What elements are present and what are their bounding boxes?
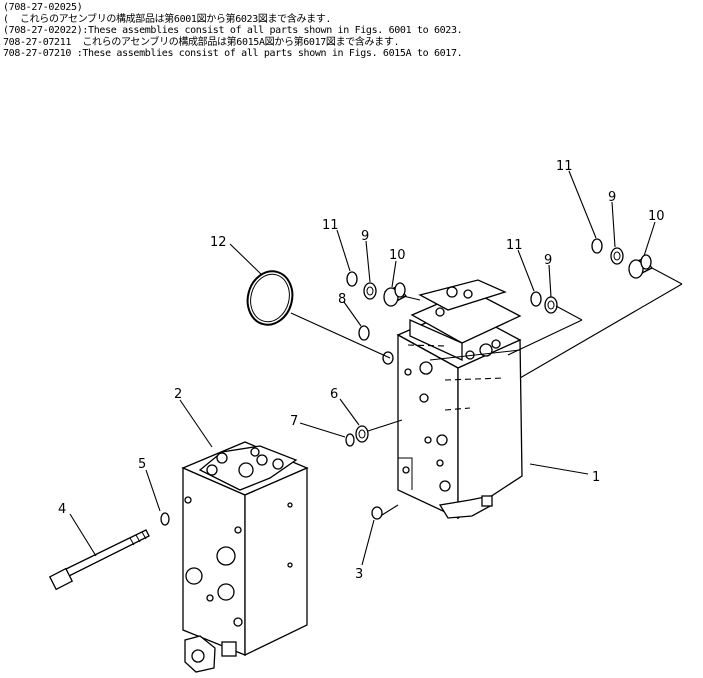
- o-ring-part-12: [246, 270, 294, 326]
- seal-part-9-c: [610, 247, 624, 265]
- callout-6: 6: [330, 387, 338, 402]
- seal-part-6: [355, 425, 369, 443]
- callout-11-b: 11: [506, 238, 523, 253]
- o-ring-part-7: [345, 433, 355, 447]
- header-line-1: (708-27-02025): [3, 2, 83, 13]
- callout-7: 7: [290, 414, 298, 429]
- o-ring-part-3: [371, 506, 383, 520]
- header-line-2: ( これらのアセンブリの構成部品は第6001図から第6023図まで含みます.: [3, 13, 332, 25]
- alignment-lines: [290, 267, 683, 516]
- callout-10-a: 10: [389, 248, 406, 263]
- header-line-4: 708-27-07211 これらのアセンブリの構成部品は第6015A図から第60…: [3, 36, 400, 48]
- o-ring-part-11-a: [346, 271, 358, 287]
- callout-2: 2: [174, 387, 182, 402]
- washer-part-5: [160, 512, 170, 526]
- callout-8: 8: [338, 292, 346, 307]
- o-ring-part-8: [358, 325, 370, 341]
- callout-9-b: 9: [544, 253, 552, 268]
- o-ring-part-11-b: [530, 291, 542, 307]
- callout-labels: 1 2 3 4 5 6 7 8 9 9 9 10 10 11 11 11 12: [58, 159, 665, 582]
- plug-part-10-a: [383, 282, 407, 307]
- callout-9-c: 9: [608, 190, 616, 205]
- seal-part-9-a: [363, 282, 377, 300]
- callout-4: 4: [58, 502, 66, 517]
- valve-block-part-2: [181, 441, 309, 673]
- valve-block-part-1: [396, 279, 523, 520]
- callout-9-a: 9: [361, 229, 369, 244]
- plug-part-10-b: [628, 254, 654, 279]
- callout-12: 12: [210, 235, 227, 250]
- callout-1: 1: [592, 470, 600, 485]
- o-ring-part-11-c: [591, 238, 603, 254]
- callout-11-c: 11: [556, 159, 573, 174]
- callout-3: 3: [355, 567, 363, 582]
- header-line-5: 708-27-07210 :These assemblies consist o…: [3, 48, 463, 59]
- callout-5: 5: [138, 457, 146, 472]
- leader-lines: [69, 170, 656, 566]
- callout-11-a: 11: [322, 218, 339, 233]
- callout-10-b: 10: [648, 209, 665, 224]
- bolt-part-4: [48, 529, 150, 591]
- header-line-3: (708-27-02022):These assemblies consist …: [3, 25, 463, 36]
- parts-note-header: (708-27-02025) ( これらのアセンブリの構成部品は第6001図から…: [3, 2, 693, 60]
- small-ring: [382, 351, 394, 365]
- seal-part-9-b: [544, 296, 558, 314]
